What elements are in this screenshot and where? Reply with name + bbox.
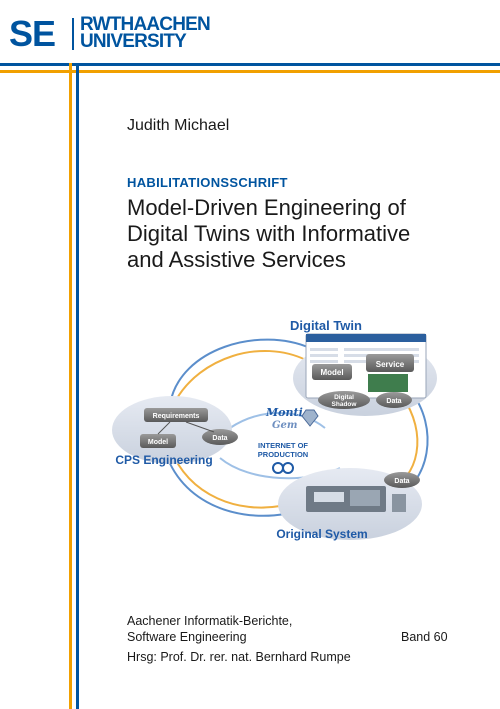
- digital-shadow-ellipse: [318, 391, 370, 409]
- book-title: Model-Driven Engineering of Digital Twin…: [127, 195, 467, 273]
- title-line-1: Model-Driven Engineering of: [127, 195, 406, 220]
- data-ellipse-left: [202, 429, 238, 445]
- data-label-top: Data: [386, 398, 401, 405]
- margin-rule-blue: [76, 63, 79, 709]
- header-rule-blue: [0, 63, 500, 66]
- montigem-logo: [301, 409, 319, 427]
- digital-twin-diagram: Digital Twin Service Model Digital Shado…: [112, 318, 437, 541]
- digital-twin-label: Digital Twin: [290, 318, 362, 333]
- series-name-line2: Software Engineering: [127, 630, 247, 644]
- model-label-top: Model: [320, 368, 343, 377]
- data-label-left: Data: [212, 435, 227, 442]
- data-label-bottom: Data: [394, 478, 409, 485]
- rwth-logo-line1: RWTHAACHEN: [80, 14, 211, 35]
- model-box-top: [312, 364, 352, 380]
- margin-rule-orange: [69, 63, 72, 709]
- diamond-icon: [301, 409, 319, 427]
- service-label: Service: [376, 360, 405, 369]
- data-ellipse-bottom: [384, 472, 420, 488]
- model-label-left: Model: [148, 439, 168, 446]
- original-system-label: Original System: [276, 527, 367, 541]
- machine-photo: [368, 374, 408, 392]
- service-box: [366, 354, 414, 372]
- digital-shadow-label-1: Digital: [334, 394, 354, 401]
- cps-engineering-label: CPS Engineering: [115, 453, 212, 467]
- internet-of-production-logo: [272, 462, 294, 474]
- model-box-left: [140, 434, 176, 448]
- iop-label-2: PRODUCTION: [258, 450, 308, 459]
- digital-shadow-label-2: Shadow: [332, 401, 358, 408]
- author-name: Judith Michael: [127, 117, 230, 134]
- montigem-label-1: Monti: [265, 406, 303, 419]
- series-name-line1: Aachener Informatik-Berichte,: [127, 614, 293, 628]
- title-line-2: Digital Twins with Informative: [127, 221, 411, 246]
- requirements-box: [144, 408, 208, 422]
- document-type: HABILITATIONSSCHRIFT: [127, 175, 288, 190]
- volume-number: Band 60: [401, 630, 448, 644]
- header-rule-orange: [0, 70, 500, 73]
- editor-line: Hrsg: Prof. Dr. rer. nat. Bernhard Rumpe: [127, 650, 351, 664]
- rwth-logo-line2: UNIVERSITY: [80, 31, 187, 52]
- cycle-arcs: [161, 338, 429, 517]
- title-line-3: and Assistive Services: [127, 247, 346, 272]
- requirements-label: Requirements: [153, 413, 200, 420]
- data-ellipse-top: [376, 392, 412, 408]
- se-logo: SE: [9, 13, 56, 54]
- montigem-label-2: Gem: [272, 420, 297, 431]
- iop-label-1: INTERNET OF: [258, 441, 308, 450]
- logo-separator: [72, 18, 74, 50]
